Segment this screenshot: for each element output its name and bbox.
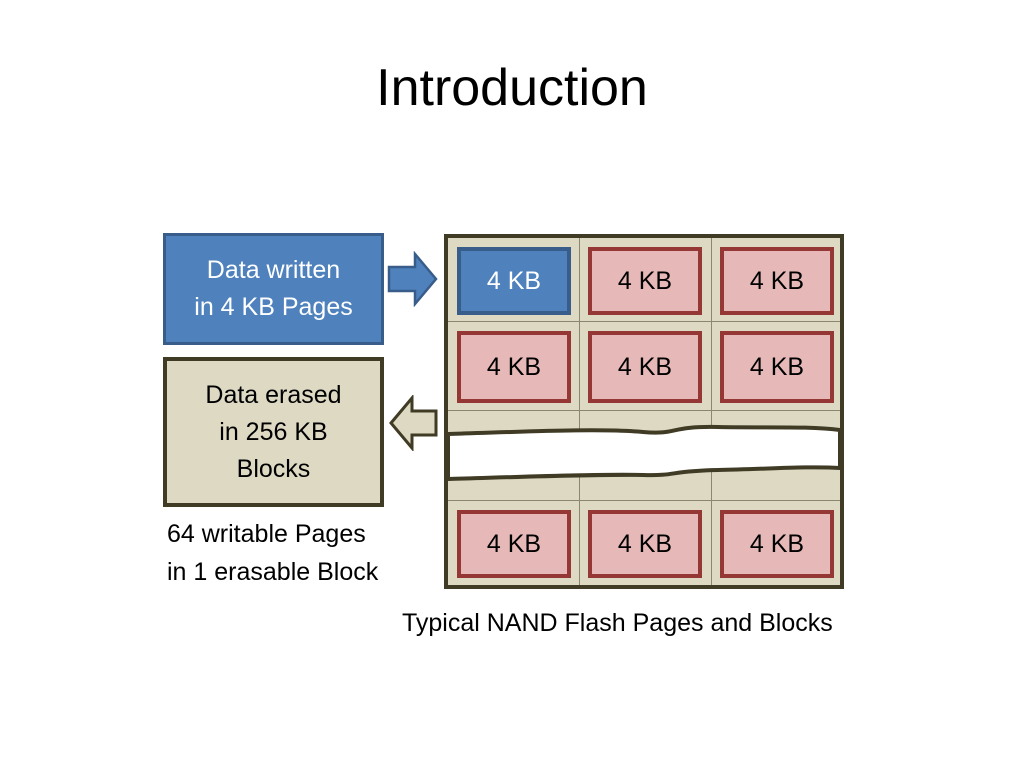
data-written-box: Data written in 4 KB Pages	[163, 233, 384, 345]
nand-block-grid: 4 KB 4 KB 4 KB 4 KB 4 KB 4 KB 4 KB 4 KB …	[444, 234, 844, 589]
arrow-left-icon	[389, 395, 438, 451]
page-cell: 4 KB	[457, 510, 571, 578]
slide-title: Introduction	[376, 59, 648, 117]
omitted-pages-break	[448, 424, 840, 481]
data-erased-line-3: Blocks	[236, 454, 311, 483]
page-cell: 4 KB	[720, 331, 834, 403]
page-cell: 4 KB	[588, 510, 702, 578]
page-cell: 4 KB	[588, 331, 702, 403]
pages-per-block-caption: 64 writable Pages in 1 erasable Block	[167, 515, 378, 591]
page-cell: 4 KB	[720, 247, 834, 315]
data-written-line-1: Data written	[206, 256, 341, 284]
pages-caption-line-2: in 1 erasable Block	[167, 558, 379, 586]
data-erased-line-1: Data erased	[205, 380, 342, 409]
page-cell: 4 KB	[457, 331, 571, 403]
page-cell: 4 KB	[720, 510, 834, 578]
grid-line	[579, 238, 580, 585]
data-erased-line-2: in 256 KB	[219, 417, 328, 446]
grid-line	[711, 238, 712, 585]
grid-line	[448, 410, 840, 411]
diagram-caption: Typical NAND Flash Pages and Blocks	[402, 609, 833, 637]
arrow-right-icon	[387, 251, 438, 307]
page-cell-written: 4 KB	[457, 247, 571, 315]
data-written-line-2: in 4 KB Pages	[194, 293, 353, 321]
page-cell: 4 KB	[588, 247, 702, 315]
grid-line	[448, 321, 840, 322]
pages-caption-line-1: 64 writable Pages	[167, 520, 366, 548]
data-erased-box: Data erased in 256 KB Blocks	[163, 357, 384, 507]
grid-line	[448, 500, 840, 501]
